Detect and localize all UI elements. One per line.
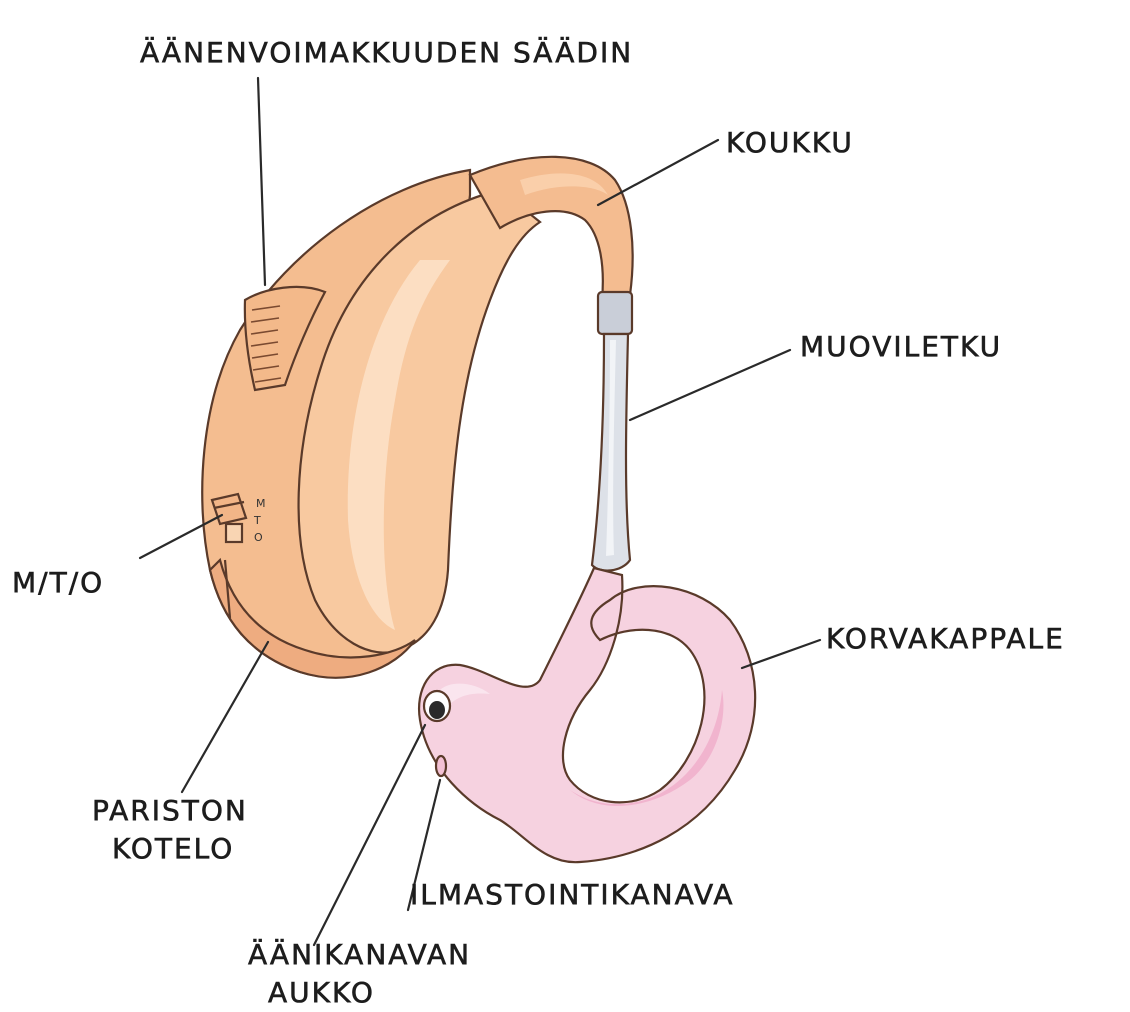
leader-earmold <box>742 640 820 668</box>
label-battery-line1: PARISTON <box>92 794 248 827</box>
tube <box>592 292 632 571</box>
label-switch: M/T/O <box>12 566 104 599</box>
leader-volume <box>258 78 265 285</box>
hearing-aid-body <box>202 170 540 678</box>
svg-text:M: M <box>256 497 266 510</box>
label-sound-bore-line2: AUKKO <box>268 976 375 1009</box>
label-hook: KOUKKU <box>726 126 854 159</box>
leader-sound-bore <box>314 725 425 945</box>
svg-text:O: O <box>254 531 263 544</box>
label-earmold: KORVAKAPPALE <box>826 622 1065 655</box>
leader-tube <box>630 350 790 420</box>
label-battery-line2: KOTELO <box>112 832 234 865</box>
label-sound-bore-line1: ÄÄNIKANAVAN <box>248 938 471 971</box>
label-vent: ILMASTOINTIKANAVA <box>410 878 735 911</box>
earmold <box>419 568 755 862</box>
label-volume-control: ÄÄNENVOIMAKKUUDEN SÄÄDIN <box>140 36 633 69</box>
label-tube: MUOVILETKU <box>800 330 1002 363</box>
leader-battery <box>182 642 268 792</box>
svg-text:T: T <box>253 514 261 527</box>
leader-hook <box>598 140 718 205</box>
